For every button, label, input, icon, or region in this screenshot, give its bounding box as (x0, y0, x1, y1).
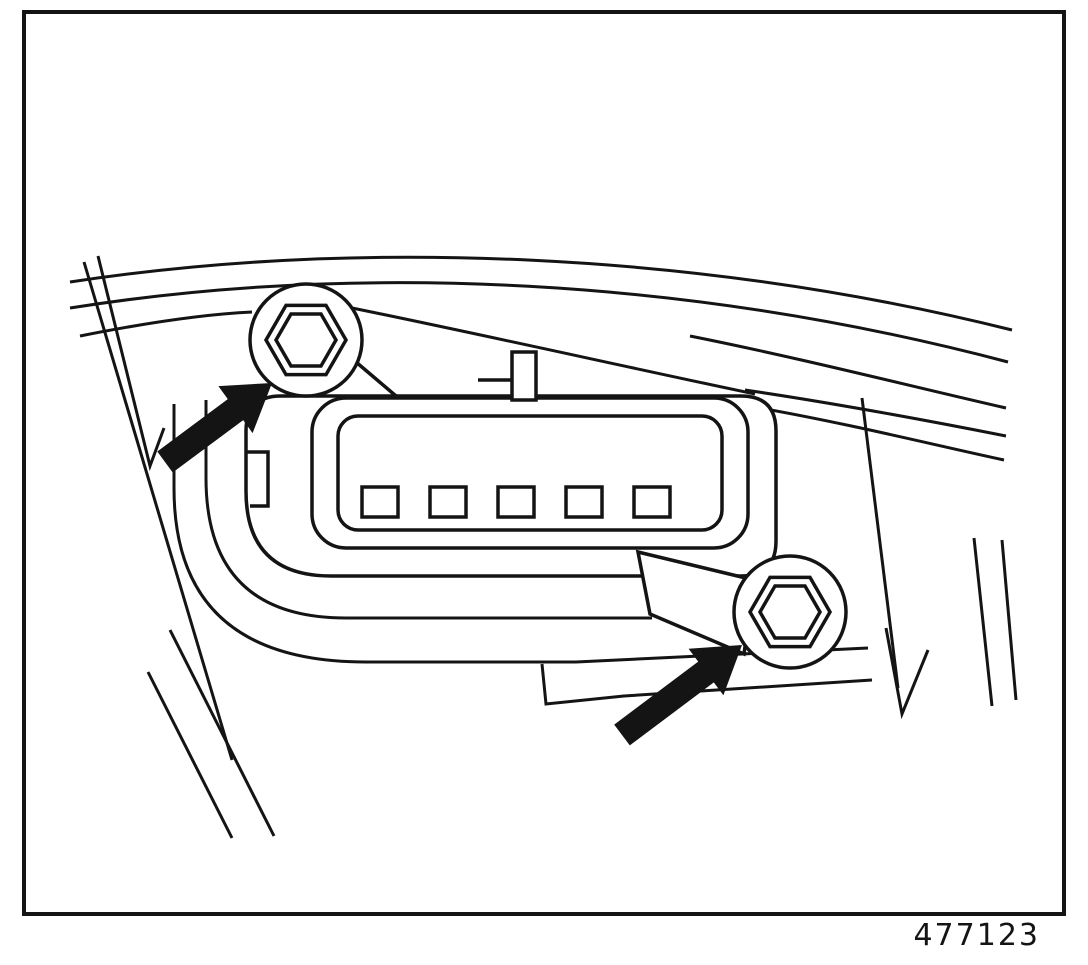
pin-slot (564, 485, 604, 519)
connector-top-tab (510, 350, 538, 402)
panel-edge (540, 663, 873, 706)
panel-edge (82, 261, 234, 761)
pin-slot (496, 485, 536, 519)
mounting-tab (635, 549, 756, 657)
background-panel-lines (69, 255, 1018, 839)
panel-edge (146, 671, 234, 839)
flange-ring-middle (204, 400, 652, 620)
hex-bolt-head (263, 303, 349, 377)
bolt-top-left (248, 282, 398, 398)
panel-edge (972, 537, 994, 707)
drawing (69, 255, 1018, 839)
bolt-bottom-right (732, 554, 848, 670)
panel-edge (96, 255, 166, 472)
body-curve (744, 388, 1007, 438)
arrow-bottom-right (614, 645, 742, 746)
arrow-top-left (157, 383, 272, 473)
panel-edge (168, 629, 276, 837)
hex-bolt-head-inner (757, 584, 823, 640)
body-curve (69, 255, 1013, 332)
pin-slot (360, 485, 400, 519)
panel-edge (1000, 539, 1018, 701)
hex-bolt-head (747, 575, 833, 649)
pin-slot (428, 485, 468, 519)
body-curve (689, 334, 1007, 410)
panel-edge (860, 397, 900, 689)
flange-lock-step (246, 450, 270, 508)
flange-ring-outer (172, 404, 576, 664)
body-curve (351, 306, 756, 396)
figure-border (22, 10, 1066, 916)
boss-bracket-line (354, 360, 398, 398)
figure-number: 477123 (913, 918, 1040, 953)
body-curve (69, 281, 1009, 364)
body-curve (759, 406, 1005, 462)
hex-bolt-head-inner (273, 312, 339, 368)
panel-edge (884, 627, 930, 720)
bolt-boss (248, 282, 364, 398)
connector-cavity (336, 414, 724, 532)
bolt-boss (732, 554, 848, 670)
connector (310, 350, 750, 550)
pin-slot (632, 485, 672, 519)
connector-body (310, 396, 750, 550)
